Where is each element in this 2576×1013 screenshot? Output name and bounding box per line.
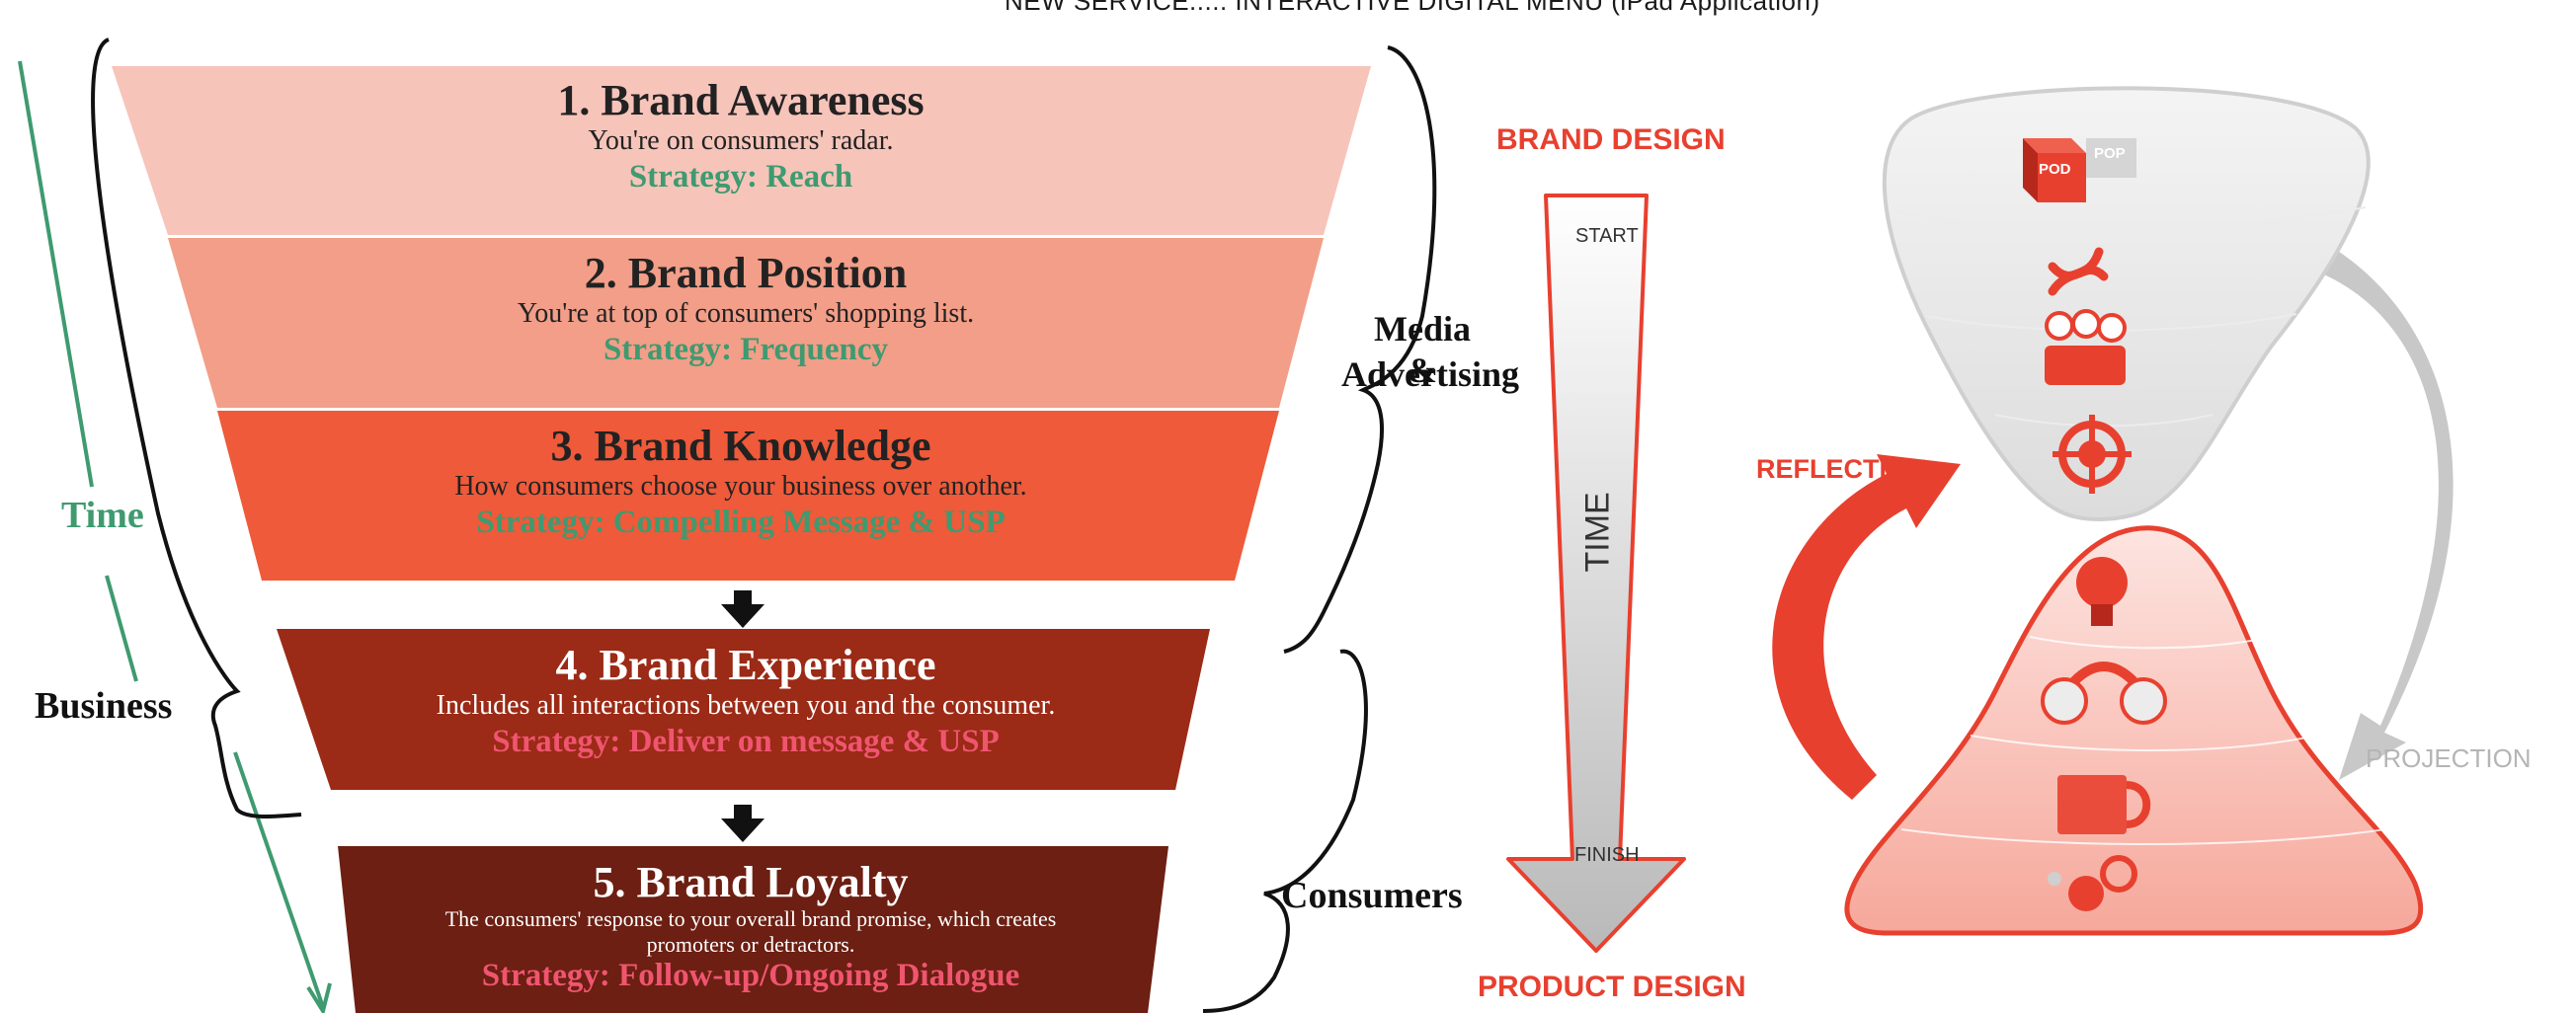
media-label-line1: Media & (1374, 309, 1471, 390)
funnel-stage-3: 3. Brand Knowledge How consumers choose … (247, 422, 1235, 543)
pop-cube-icon (2086, 138, 2136, 178)
stage-title: 4. Brand Experience (555, 641, 936, 689)
time-label: Time (61, 495, 144, 536)
media-label-line2: Advertising (1341, 354, 1519, 394)
mug-icon (2057, 775, 2151, 834)
stage-description: You're on consumers' radar. (588, 125, 894, 157)
stage-strategy: Strategy: Frequency (603, 331, 889, 367)
down-arrow-icon (721, 805, 765, 842)
funnel-stage-2: 2. Brand Position You're at top of consu… (252, 249, 1240, 370)
funnel-stage-2-shape (168, 238, 1324, 408)
start-label: START (1575, 225, 1639, 247)
reflection-arrow (1772, 454, 1961, 800)
consumers-label: Consumers (1281, 875, 1463, 916)
stage-title: 1. Brand Awareness (557, 76, 925, 124)
time-down-arrow-icon (1506, 194, 1686, 953)
stage-description: The consumers' response to your overall … (444, 906, 1057, 957)
stage-strategy: Strategy: Reach (628, 158, 853, 195)
finish-label: FINISH (1574, 844, 1640, 866)
pod-cube-icon (2023, 138, 2086, 202)
funnel-stage-3-shape (217, 411, 1279, 581)
time-arrow-icon (18, 60, 332, 1013)
pod-label: POD (2039, 161, 2071, 178)
media-advertising-brace (1283, 45, 1437, 654)
pop-label: POP (2094, 145, 2126, 162)
stage-description: Includes all interactions between you an… (436, 690, 1056, 722)
stage-description: How consumers choose your business over … (454, 471, 1027, 503)
projection-arrow (2287, 225, 2454, 780)
business-brace (91, 38, 302, 819)
people-group-icon (2045, 309, 2127, 385)
brand-design-label: BRAND DESIGN (1496, 123, 1726, 156)
bottom-bell-rings (1900, 636, 2386, 845)
binoculars-icon (2041, 662, 2167, 725)
stage-title: 2. Brand Position (584, 249, 908, 297)
dna-icon (2048, 247, 2109, 296)
product-design-label: PRODUCT DESIGN (1478, 971, 1746, 1003)
stage-title: 5. Brand Loyalty (593, 858, 909, 906)
reflection-label: REFLECTION (1756, 454, 1927, 484)
hourglass-bottom-bell (1844, 525, 2424, 936)
stage-strategy: Strategy: Deliver on message & USP (492, 723, 1000, 759)
funnel-stage-1-shape (112, 66, 1371, 235)
stage-title: 3. Brand Knowledge (550, 422, 931, 470)
projection-label: PROJECTION (2366, 743, 2532, 773)
funnel-stage-1: 1. Brand Awareness You're on consumers' … (247, 76, 1235, 197)
hourglass-top-bowl (1882, 86, 2371, 521)
down-arrow-icon (721, 590, 765, 628)
page-title: NEW SERVICE..... INTERACTIVE DIGITAL MEN… (1005, 0, 1820, 16)
stage-strategy: Strategy: Compelling Message & USP (476, 504, 1006, 540)
stage-strategy: Strategy: Follow-up/Ongoing Dialogue (481, 957, 1020, 993)
funnel-stage-4-shape (277, 629, 1210, 790)
stage-description: You're at top of consumers' shopping lis… (517, 298, 975, 330)
funnel-stage-5: 5. Brand Loyalty The consumers' response… (326, 858, 1175, 996)
consumers-brace (1202, 649, 1368, 1013)
brand-coin-icon (2053, 415, 2132, 494)
funnel-stage-4: 4. Brand Experience Includes all interac… (252, 641, 1240, 762)
gears-icon (2048, 855, 2137, 911)
funnel-stage-5-shape (338, 846, 1168, 1013)
lightbulb-icon (2076, 557, 2128, 626)
business-label: Business (35, 685, 173, 727)
